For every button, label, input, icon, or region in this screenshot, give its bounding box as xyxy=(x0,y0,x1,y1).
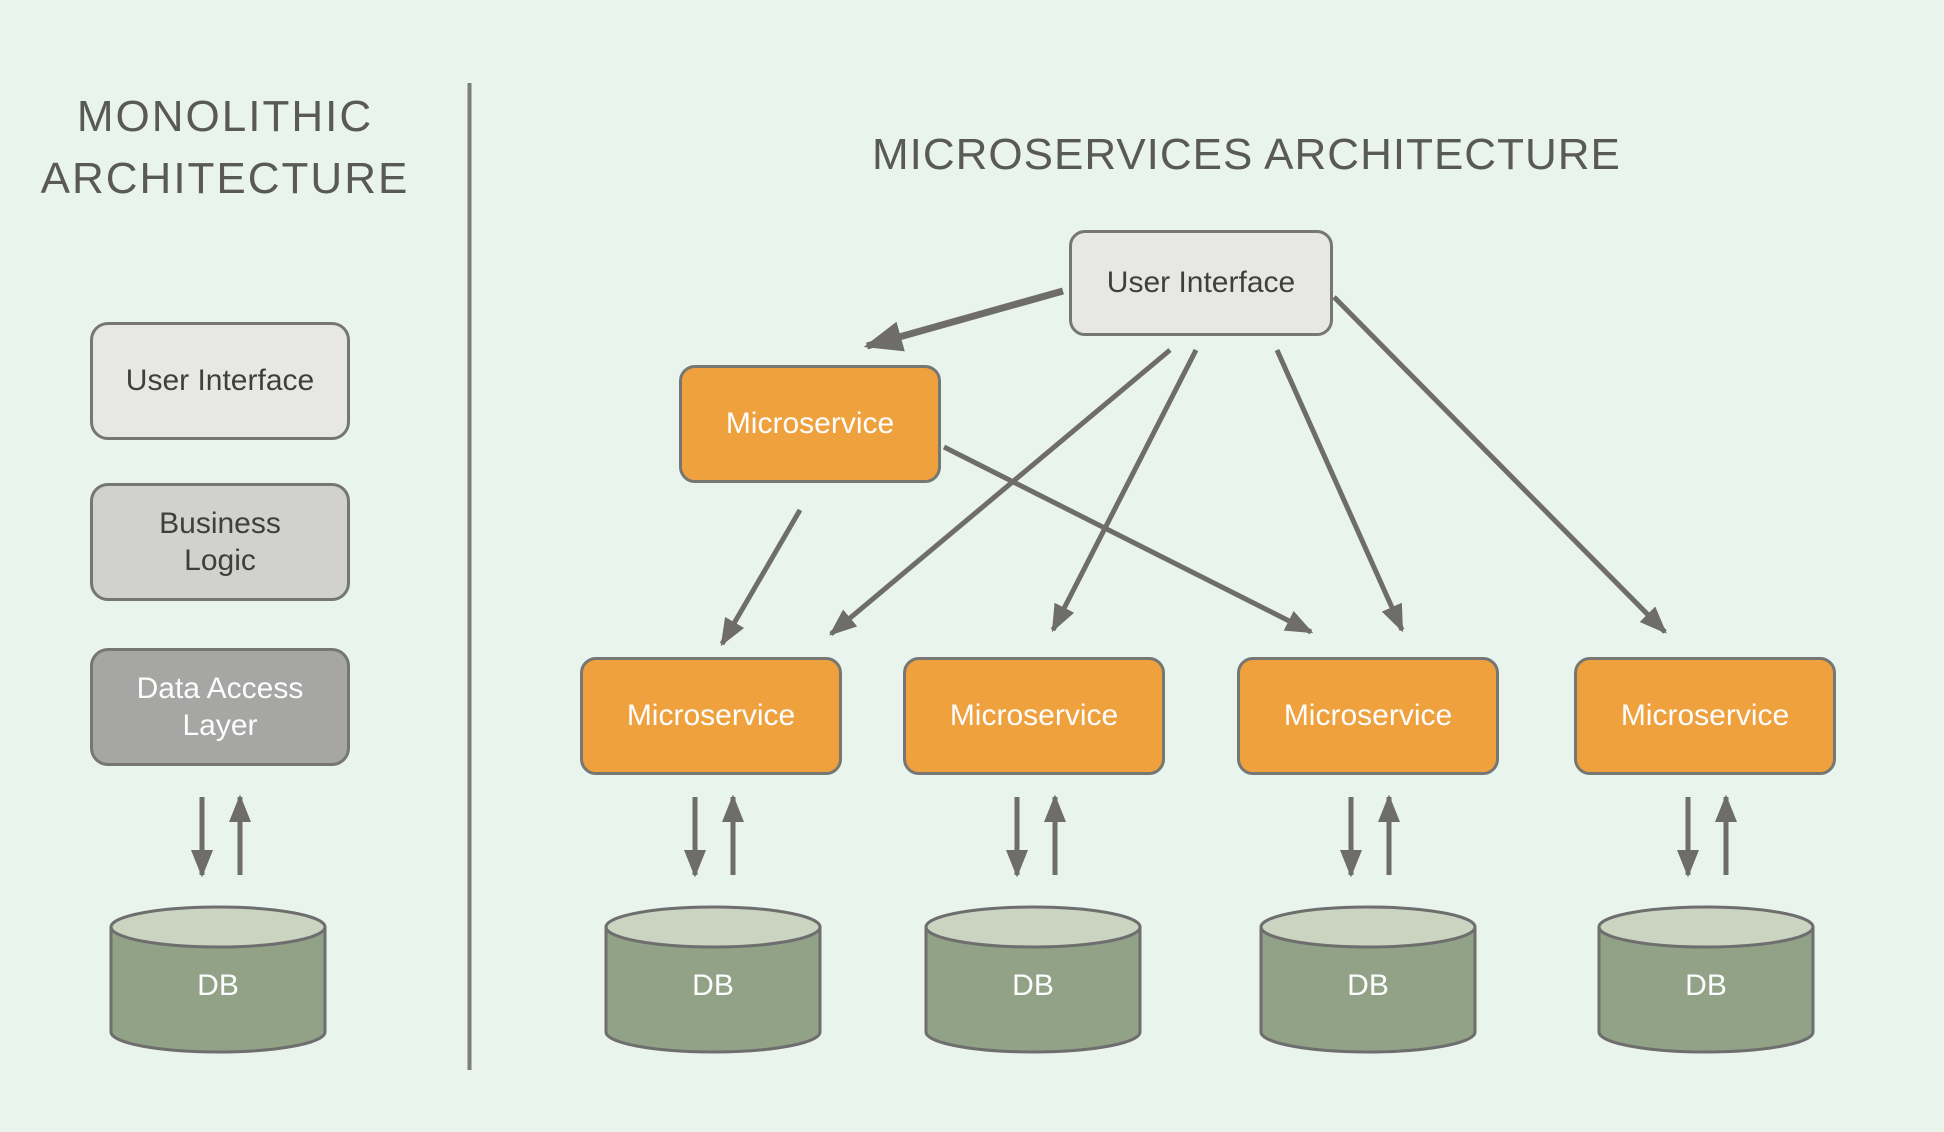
microservice-4-db-cylinder: DB xyxy=(1596,903,1816,1055)
database-icon xyxy=(1259,905,1477,1054)
monolith-user-interface-box: User Interface xyxy=(90,322,350,440)
monolith-db-label: DB xyxy=(197,969,239,1002)
microservices-user-interface-label: User Interface xyxy=(1106,266,1296,300)
db-exchange-arrows-microservice-2 xyxy=(1006,794,1066,878)
microservice-1-db-label: DB xyxy=(692,969,734,1002)
database-icon xyxy=(109,905,327,1054)
microservice-3-db-label: DB xyxy=(1347,969,1389,1002)
db-exchange-arrows-microservice-3 xyxy=(1340,794,1400,878)
microservices-architecture-title: MICROSERVICES ARCHITECTURE xyxy=(872,130,1621,179)
microservice-2-label: Microservice xyxy=(949,699,1119,733)
arrow-hub-to-microservice-3 xyxy=(942,444,1314,635)
database-icon xyxy=(924,905,1142,1054)
microservice-hub-box: Microservice xyxy=(679,365,941,483)
db-exchange-arrows-microservice-4 xyxy=(1677,794,1737,878)
microservice-3-db-cylinder: DB xyxy=(1258,903,1478,1055)
microservice-4-label: Microservice xyxy=(1620,699,1790,733)
microservice-box-4: Microservice xyxy=(1574,657,1836,775)
monolith-user-interface-label: User Interface xyxy=(125,364,315,398)
microservice-2-db-label: DB xyxy=(1012,969,1054,1002)
arrow-hub-to-microservice-1 xyxy=(719,508,803,647)
arrow-ui-to-microservice-3 xyxy=(1274,348,1405,633)
microservice-box-1: Microservice xyxy=(580,657,842,775)
monolithic-architecture-title: MONOLITHIC ARCHITECTURE xyxy=(40,92,410,204)
monolith-data-access-layer-box: Data Access Layer xyxy=(90,648,350,766)
db-exchange-arrows-microservice-1 xyxy=(684,794,744,878)
monolith-data-access-layer-label: Data Access Layer xyxy=(136,671,304,743)
microservice-box-3: Microservice xyxy=(1237,657,1499,775)
arrow-ui-to-hub-microservice xyxy=(863,287,1064,352)
monolith-business-logic-label: Business Logic xyxy=(159,506,281,578)
arrow-ui-to-microservice-1 xyxy=(829,348,1172,636)
microservice-4-db-label: DB xyxy=(1685,969,1727,1002)
arrow-ui-to-microservice-2 xyxy=(1050,348,1199,633)
microservices-user-interface-box: User Interface xyxy=(1069,230,1333,336)
database-icon xyxy=(604,905,822,1054)
microservice-box-2: Microservice xyxy=(903,657,1165,775)
microservice-1-label: Microservice xyxy=(626,699,796,733)
microservice-3-label: Microservice xyxy=(1283,699,1453,733)
database-icon xyxy=(1597,905,1815,1054)
arrow-ui-to-microservice-4 xyxy=(1332,295,1667,634)
monolith-business-logic-box: Business Logic xyxy=(90,483,350,601)
microservice-2-db-cylinder: DB xyxy=(923,903,1143,1055)
microservice-1-db-cylinder: DB xyxy=(603,903,823,1055)
db-exchange-arrows-monolith xyxy=(191,794,251,878)
monolith-db-cylinder: DB xyxy=(108,903,328,1055)
microservice-hub-label: Microservice xyxy=(725,407,895,441)
